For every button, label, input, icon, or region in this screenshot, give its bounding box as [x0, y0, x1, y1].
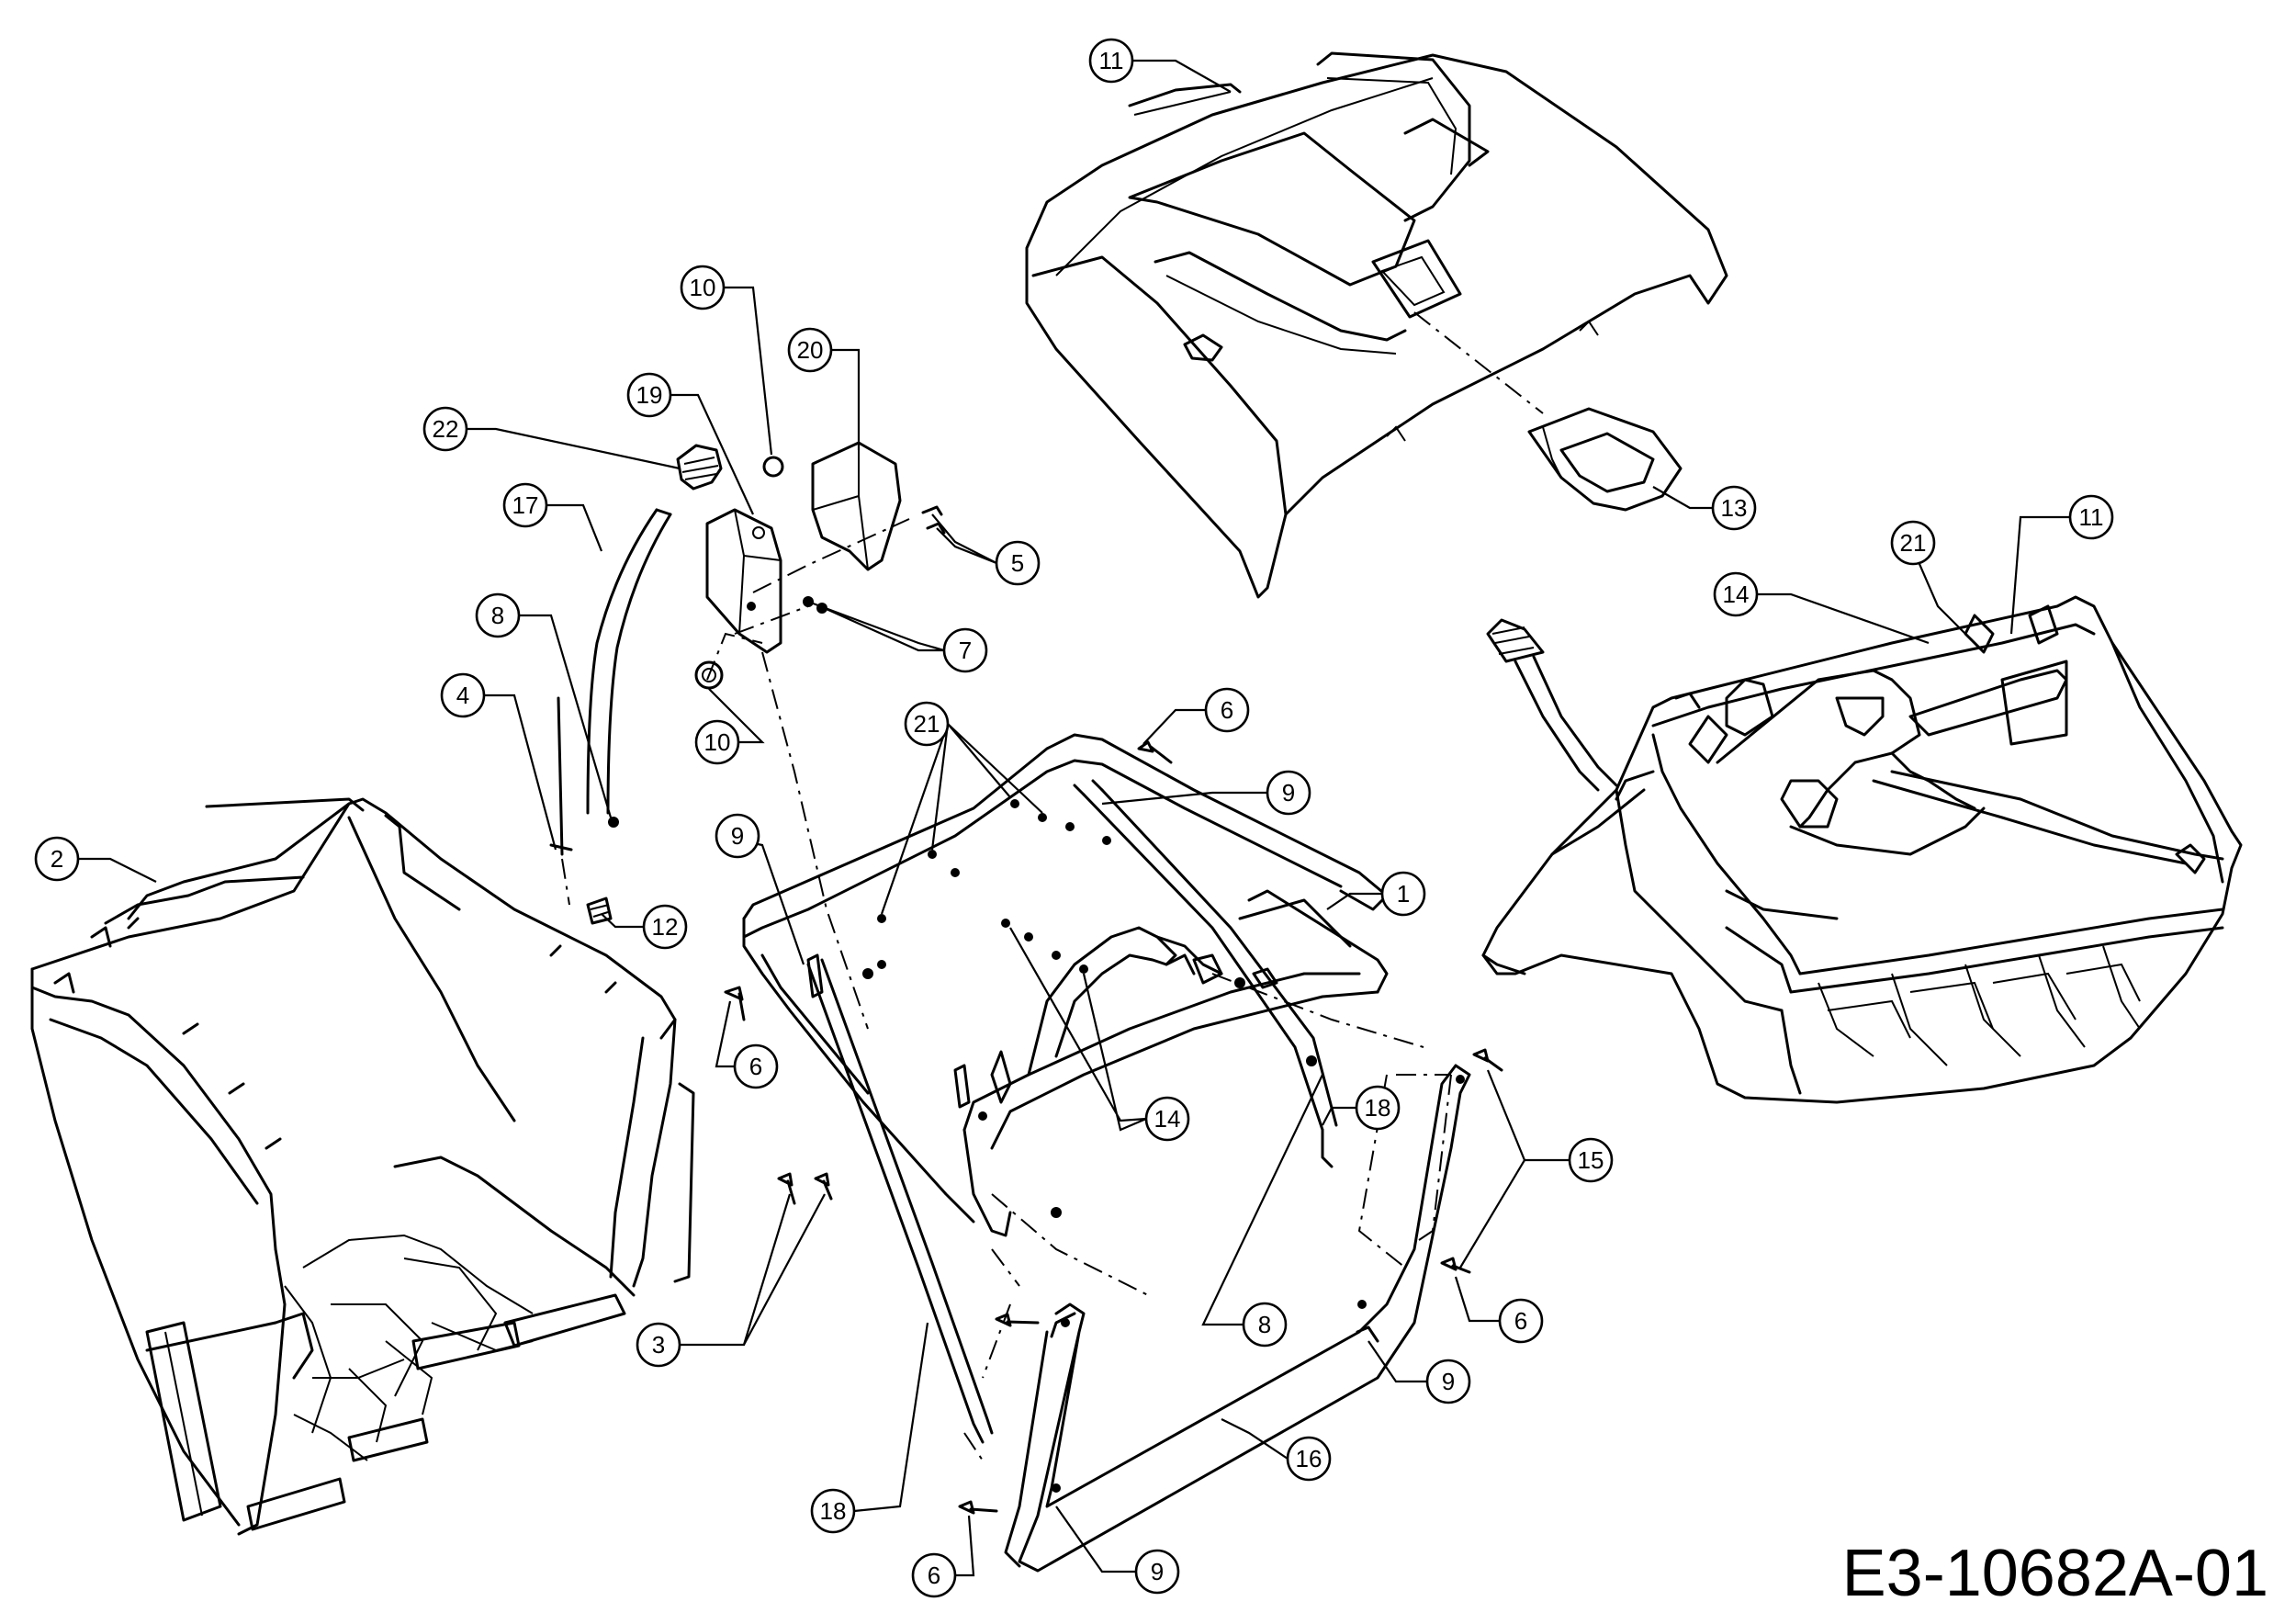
- svg-text:8: 8: [491, 602, 504, 629]
- callout-10-upper: 10: [680, 265, 726, 310]
- callout-14-assembly: 14: [1713, 571, 1759, 617]
- svg-text:18: 18: [1365, 1094, 1391, 1122]
- callout-6-bottom: 6: [911, 1552, 957, 1598]
- svg-text:6: 6: [749, 1053, 762, 1080]
- svg-text:14: 14: [1723, 581, 1750, 608]
- svg-text:12: 12: [652, 913, 679, 941]
- callouts: 11 13 10 20 19 22 17 5 8 7 4 10 21 6 9 9…: [34, 38, 2114, 1598]
- svg-text:2: 2: [51, 845, 63, 873]
- svg-text:5: 5: [1011, 549, 1024, 577]
- callout-11-cover: 11: [1088, 38, 1134, 84]
- assembled-bag-drawing: [1481, 595, 2243, 1104]
- callout-17: 17: [502, 482, 548, 528]
- svg-text:6: 6: [928, 1562, 940, 1589]
- svg-text:21: 21: [1900, 529, 1927, 557]
- svg-text:21: 21: [914, 710, 940, 738]
- callout-9-frame-left: 9: [715, 813, 760, 859]
- callout-18-left: 18: [810, 1488, 856, 1534]
- callout-18-right: 18: [1355, 1085, 1401, 1131]
- callout-8-lower: 8: [1242, 1302, 1288, 1348]
- clip-drawings: [694, 456, 784, 690]
- svg-text:17: 17: [512, 491, 539, 519]
- callout-20: 20: [787, 327, 833, 373]
- svg-text:22: 22: [433, 415, 459, 443]
- svg-text:15: 15: [1578, 1146, 1604, 1174]
- small-bolts: [724, 740, 1503, 1515]
- callout-6-top: 6: [1204, 687, 1250, 733]
- svg-text:9: 9: [731, 822, 744, 850]
- callout-22: 22: [422, 406, 468, 452]
- svg-text:8: 8: [1258, 1311, 1271, 1338]
- rods-handle-drawing: [806, 958, 1471, 1573]
- callout-9-bottom: 9: [1134, 1549, 1180, 1595]
- callout-15: 15: [1568, 1137, 1614, 1183]
- svg-text:4: 4: [456, 682, 469, 709]
- svg-text:20: 20: [797, 336, 824, 364]
- callout-16: 16: [1286, 1436, 1332, 1482]
- main-frame-drawing: [742, 733, 1389, 1237]
- chute-flap-drawing: [811, 441, 902, 571]
- callout-9-frame-top: 9: [1266, 770, 1311, 816]
- callout-11-assembly: 11: [2068, 494, 2114, 540]
- svg-text:9: 9: [1151, 1558, 1164, 1585]
- callout-5: 5: [995, 540, 1041, 586]
- callout-4: 4: [440, 672, 486, 718]
- callout-8-upper: 8: [475, 592, 521, 638]
- svg-text:11: 11: [1099, 47, 1124, 74]
- callout-19: 19: [626, 372, 672, 418]
- bracket-drawing: [705, 508, 782, 654]
- cover-insert-drawing: [1527, 407, 1683, 512]
- svg-text:9: 9: [1442, 1368, 1455, 1395]
- leader-lines: [78, 59, 2070, 1577]
- callout-14-frame: 14: [1144, 1096, 1190, 1142]
- svg-text:14: 14: [1154, 1105, 1181, 1133]
- svg-text:13: 13: [1721, 494, 1748, 522]
- callout-1: 1: [1380, 871, 1426, 917]
- svg-text:19: 19: [636, 381, 663, 409]
- svg-text:9: 9: [1282, 779, 1295, 806]
- grass-bag-drawing: [30, 797, 695, 1536]
- svg-text:16: 16: [1296, 1445, 1322, 1472]
- svg-text:10: 10: [704, 728, 731, 756]
- callout-21-frame: 21: [904, 701, 950, 747]
- callout-9-lower-right: 9: [1425, 1359, 1471, 1404]
- svg-text:18: 18: [820, 1497, 847, 1525]
- svg-text:3: 3: [652, 1331, 665, 1359]
- callout-12: 12: [642, 904, 688, 950]
- drawing-code: E3-10682A-01: [1841, 1537, 2268, 1610]
- callout-6-right: 6: [1498, 1298, 1544, 1344]
- callout-10-lower: 10: [694, 719, 740, 765]
- callout-2: 2: [34, 836, 80, 882]
- svg-text:11: 11: [2079, 503, 2104, 531]
- callout-3: 3: [636, 1322, 681, 1368]
- callout-21-assembly: 21: [1890, 520, 1936, 566]
- callout-6-left: 6: [733, 1043, 779, 1089]
- callout-13: 13: [1711, 485, 1757, 531]
- knob-drawing: [676, 444, 723, 491]
- svg-text:6: 6: [1514, 1307, 1527, 1335]
- svg-text:1: 1: [1397, 880, 1410, 908]
- svg-text:6: 6: [1221, 696, 1233, 724]
- small-parts-left: [549, 696, 619, 925]
- assembly-lines: [706, 311, 1544, 1461]
- svg-text:7: 7: [959, 637, 972, 664]
- top-cover-drawing: [1025, 51, 1728, 599]
- curved-tube-drawing: [586, 508, 672, 815]
- callout-7: 7: [942, 627, 988, 673]
- svg-text:10: 10: [690, 274, 716, 301]
